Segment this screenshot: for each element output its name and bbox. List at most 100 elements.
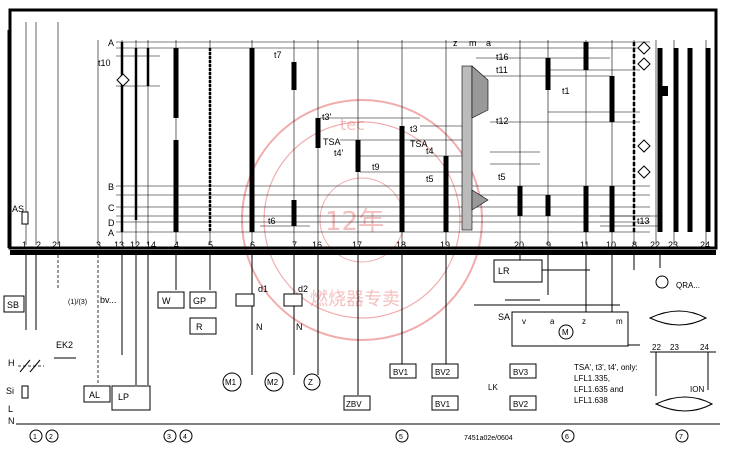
component-d2: d2 — [298, 284, 308, 294]
status-symbols — [116, 41, 668, 179]
component-h: H — [8, 358, 15, 368]
label-t5b: t5 — [498, 172, 506, 182]
controller-r: R — [189, 317, 217, 335]
component-m2: M2 — [267, 378, 279, 387]
component-n2: N — [296, 322, 303, 332]
ionisation-probe: 22 23 24 ION — [650, 343, 716, 412]
row-label-d: D — [108, 218, 115, 228]
note-block: TSA', t3', t4', only: LFL1.335, LFL1.635… — [574, 363, 638, 405]
component-n: N — [8, 416, 15, 426]
terminal-numbers: 1 2 21 3 13 12 14 4 5 6 7 16 17 18 19 20… — [22, 240, 710, 250]
component-sa: SA — [498, 312, 510, 322]
row-label-b: B — [108, 182, 114, 192]
component-bv: bv... — [100, 295, 116, 305]
ion-terminal-23: 23 — [670, 343, 679, 352]
label-t9: t9 — [372, 162, 380, 172]
footnote-7: 7 — [679, 434, 683, 441]
component-bv1b: BV1 — [435, 400, 451, 409]
label-t13: t13 — [637, 216, 650, 226]
terminal-9: 9 — [546, 240, 551, 250]
valve-bv2-a: BV2 — [431, 363, 459, 379]
component-bv2b: BV2 — [513, 400, 529, 409]
component-ek2: EK2 — [56, 340, 73, 350]
terminal-19: 19 — [440, 240, 450, 250]
terminal-20: 20 — [514, 240, 524, 250]
label-tsa1: TSA — [323, 137, 341, 147]
label-t11: t11 — [496, 65, 508, 75]
timing-labels: AS t10 t7 t16 t11 t1 t12 t3' t3 TSA TSA … — [12, 50, 650, 226]
drawing-number: 7451a02e/0604 — [464, 435, 513, 442]
component-sb: SB — [7, 300, 19, 310]
air-damper-lk: LK — [488, 383, 498, 392]
motor-m2: M2 — [264, 372, 284, 392]
component-m1: M1 — [225, 378, 237, 387]
terminal-14: 14 — [146, 240, 156, 250]
bv-label: bv... — [100, 295, 116, 305]
component-zbv: ZBV — [346, 400, 362, 409]
terminal-13: 13 — [114, 240, 124, 250]
component-d1: d1 — [258, 284, 268, 294]
note-line-1: TSA', t3', t4', only: — [574, 363, 638, 372]
valve-bv3: BV3 — [509, 363, 537, 379]
external-wiring — [16, 255, 720, 425]
program-frame — [7, 8, 718, 250]
terminal-22: 22 — [650, 240, 660, 250]
air-pressure-lp: LP — [111, 385, 151, 411]
terminal-4: 4 — [174, 240, 179, 250]
note-line-3: LFL1.635 and — [574, 385, 623, 394]
label-t3: t3 — [410, 124, 418, 134]
component-bv3: BV3 — [513, 368, 529, 377]
diamond-icon — [637, 165, 651, 179]
footnote-3: 3 — [167, 434, 171, 441]
footnote-6: 6 — [565, 434, 569, 441]
component-m: M — [562, 328, 569, 337]
terminal-3: 3 — [96, 240, 101, 250]
prog-a: a — [486, 38, 491, 48]
prog-m: m — [469, 38, 477, 48]
component-si: Si — [6, 386, 14, 396]
state-lines — [116, 41, 660, 233]
component-n1: N — [256, 322, 263, 332]
row-label-a2: A — [108, 228, 114, 238]
relay-lr: LR — [493, 259, 543, 283]
contactor-d1: d1 N — [235, 284, 268, 332]
footnote-2: 2 — [49, 434, 53, 441]
label-t10: t10 — [98, 58, 111, 68]
diamond-icon — [637, 41, 651, 55]
terminal-24: 24 — [700, 240, 710, 250]
terminal-18: 18 — [396, 240, 406, 250]
ion-terminal-24: 24 — [700, 343, 709, 352]
footnote-1: 1 — [33, 434, 37, 441]
contact-ek2: (1)/(3) EK2 — [54, 299, 87, 359]
component-w: W — [162, 296, 171, 306]
terminal-5: 5 — [208, 240, 213, 250]
component-ion: ION — [690, 385, 704, 394]
sa-a: a — [550, 317, 555, 326]
prog-z: z — [453, 38, 458, 48]
watermark-bottom: 燃烧器专卖 — [310, 289, 400, 310]
label-as: AS — [12, 204, 24, 214]
terminal-1: 1 — [22, 240, 27, 250]
fuse-si: Si L N — [6, 385, 29, 426]
terminal-11: 11 — [580, 240, 589, 250]
valve-zbv: ZBV — [343, 395, 371, 411]
label-t7: t7 — [274, 50, 282, 60]
valve-bv1-b: BV1 — [431, 395, 459, 411]
sa-z: z — [582, 317, 586, 326]
label-tsa2: TSA — [410, 139, 428, 149]
diamond-icon — [637, 139, 651, 153]
motor-m1: M1 — [222, 372, 242, 392]
terminal-6: 6 — [250, 240, 255, 250]
row-labels: A B C D A — [108, 38, 115, 238]
terminal-21: 21 — [52, 240, 62, 250]
terminal-strip — [10, 250, 716, 255]
terminal-2: 2 — [36, 240, 41, 250]
watermark-top: tec — [340, 115, 365, 134]
servo-sa: SA v a z m M — [498, 311, 629, 347]
diamond-icon — [637, 57, 651, 71]
label-t3p: t3' — [322, 112, 332, 122]
row-label-c: C — [108, 203, 115, 213]
terminal-12: 12 — [130, 240, 140, 250]
